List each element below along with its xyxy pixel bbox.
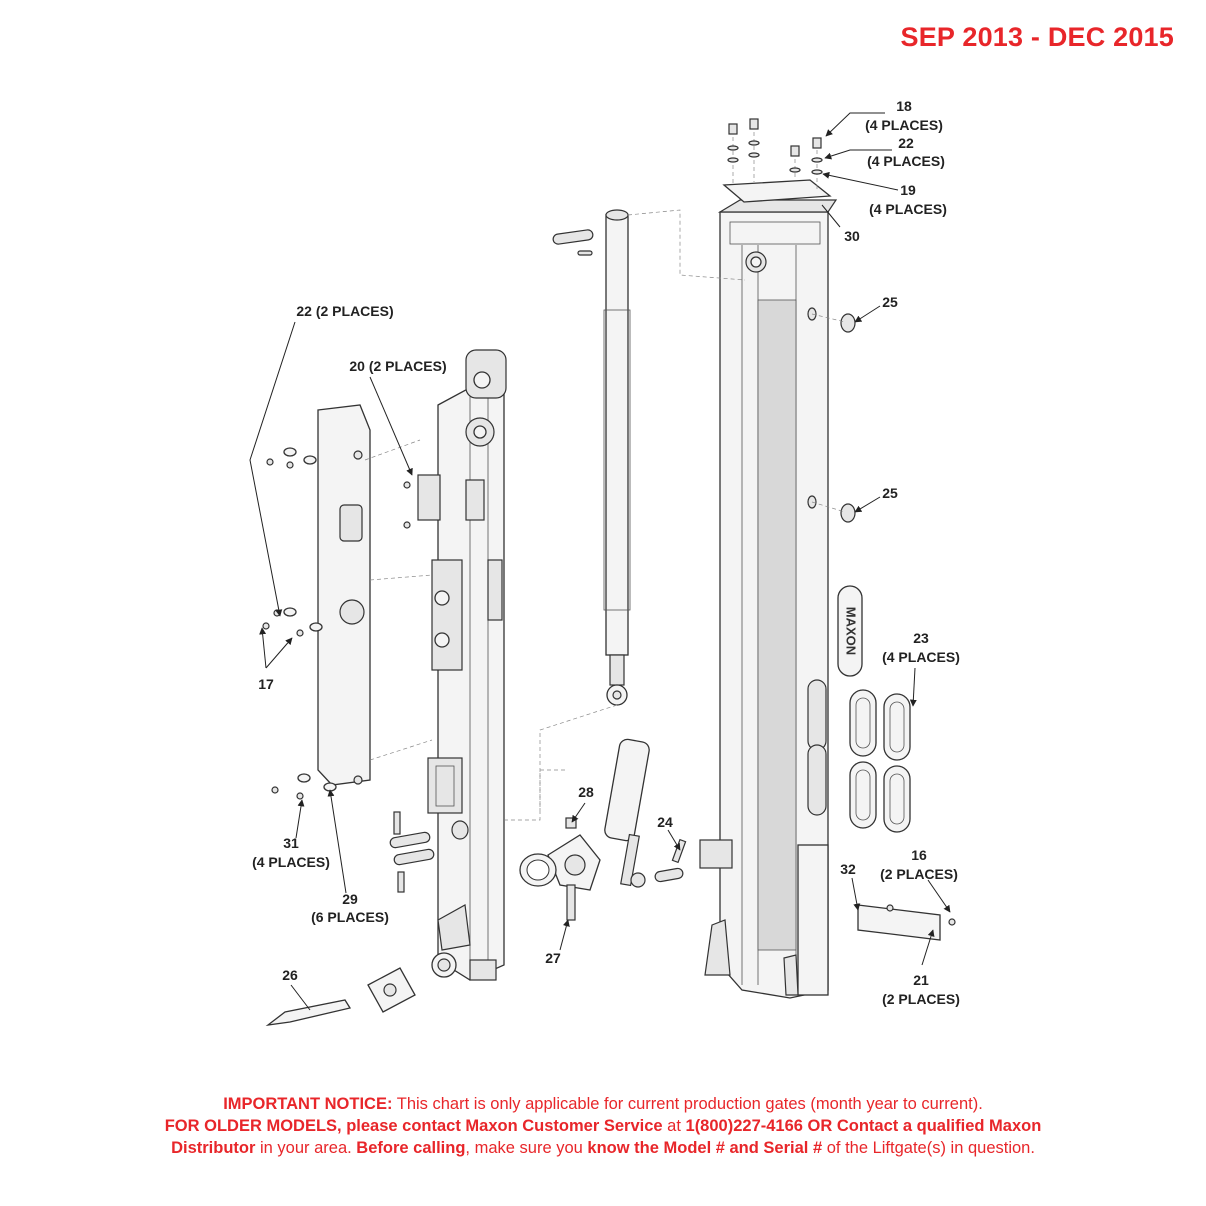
side-plate: [317, 404, 433, 786]
callout-20: 20 (2 PLACES): [349, 358, 446, 374]
callout-16-places: (2 PLACES): [880, 866, 958, 882]
callout-32: 32: [840, 861, 856, 877]
notice-line-3: Distributor in your area. Before calling…: [0, 1137, 1206, 1159]
notice-distributor: Distributor: [171, 1139, 256, 1157]
maxon-logo-plate: MAXON: [837, 585, 863, 677]
callout-29-places: (6 PLACES): [311, 909, 389, 925]
notice-text-1: This chart is only applicable for curren…: [392, 1095, 983, 1113]
notice-text-4: , make sure you: [465, 1139, 588, 1157]
maxon-logo-text: MAXON: [844, 607, 859, 655]
notice-text-5: of the Liftgate(s) in question.: [822, 1139, 1035, 1157]
notice-model-serial: know the Model # and Serial #: [587, 1139, 823, 1157]
callout-26: 26: [282, 967, 298, 983]
callout-23: 23: [913, 630, 929, 646]
callout-16: 16: [911, 847, 927, 863]
callout-24: 24: [657, 814, 673, 830]
top-cap-plate: [722, 118, 832, 203]
date-range-header: SEP 2013 - DEC 2015: [900, 22, 1174, 52]
callout-21-places: (2 PLACES): [882, 991, 960, 1007]
notice-before-calling: Before calling: [356, 1139, 466, 1157]
callout-labels: 18 (4 PLACES) 22 (4 PLACES) 19 (4 PLACES…: [252, 98, 960, 1007]
callout-17: 17: [258, 676, 274, 692]
inner-slider-column: [417, 349, 507, 981]
hydraulic-cylinder: [505, 209, 746, 821]
callout-19-places: (4 PLACES): [869, 201, 947, 217]
notice-older-models: FOR OLDER MODELS, please contact Maxon C…: [164, 1117, 663, 1135]
callout-31-places: (4 PLACES): [252, 854, 330, 870]
bushings: [811, 313, 856, 523]
callout-25-lower: 25: [882, 485, 898, 501]
callout-23-places: (4 PLACES): [882, 649, 960, 665]
notice-line-1: IMPORTANT NOTICE: This chart is only app…: [0, 1093, 1206, 1115]
callout-22-left: 22 (2 PLACES): [296, 303, 393, 319]
callout-18-places: (4 PLACES): [865, 117, 943, 133]
bracket-32: [857, 904, 956, 941]
callout-28: 28: [578, 784, 594, 800]
important-notice: IMPORTANT NOTICE: This chart is only app…: [0, 1093, 1206, 1159]
callout-22-top-places: (4 PLACES): [867, 153, 945, 169]
notice-text-2: at: [662, 1117, 686, 1135]
callout-21: 21: [913, 972, 929, 988]
callout-22-top: 22: [898, 135, 914, 151]
leader-lines: [249, 112, 951, 1011]
callout-19: 19: [900, 182, 916, 198]
notice-heading: IMPORTANT NOTICE:: [223, 1095, 393, 1113]
pins: [389, 811, 435, 893]
callout-18: 18: [896, 98, 912, 114]
link-cylinder: [519, 738, 687, 921]
callout-25-upper: 25: [882, 294, 898, 310]
callout-27: 27: [545, 950, 561, 966]
notice-text-3: in your area.: [255, 1139, 357, 1157]
pin-26: [265, 967, 416, 1026]
callout-30: 30: [844, 228, 860, 244]
notice-phone: 1(800)227-4166 OR Contact a qualified Ma…: [685, 1117, 1042, 1135]
oval-covers: [849, 689, 911, 833]
callout-31: 31: [283, 835, 299, 851]
notice-line-2: FOR OLDER MODELS, please contact Maxon C…: [0, 1115, 1206, 1137]
callout-29: 29: [342, 891, 358, 907]
outer-column: [699, 199, 838, 999]
